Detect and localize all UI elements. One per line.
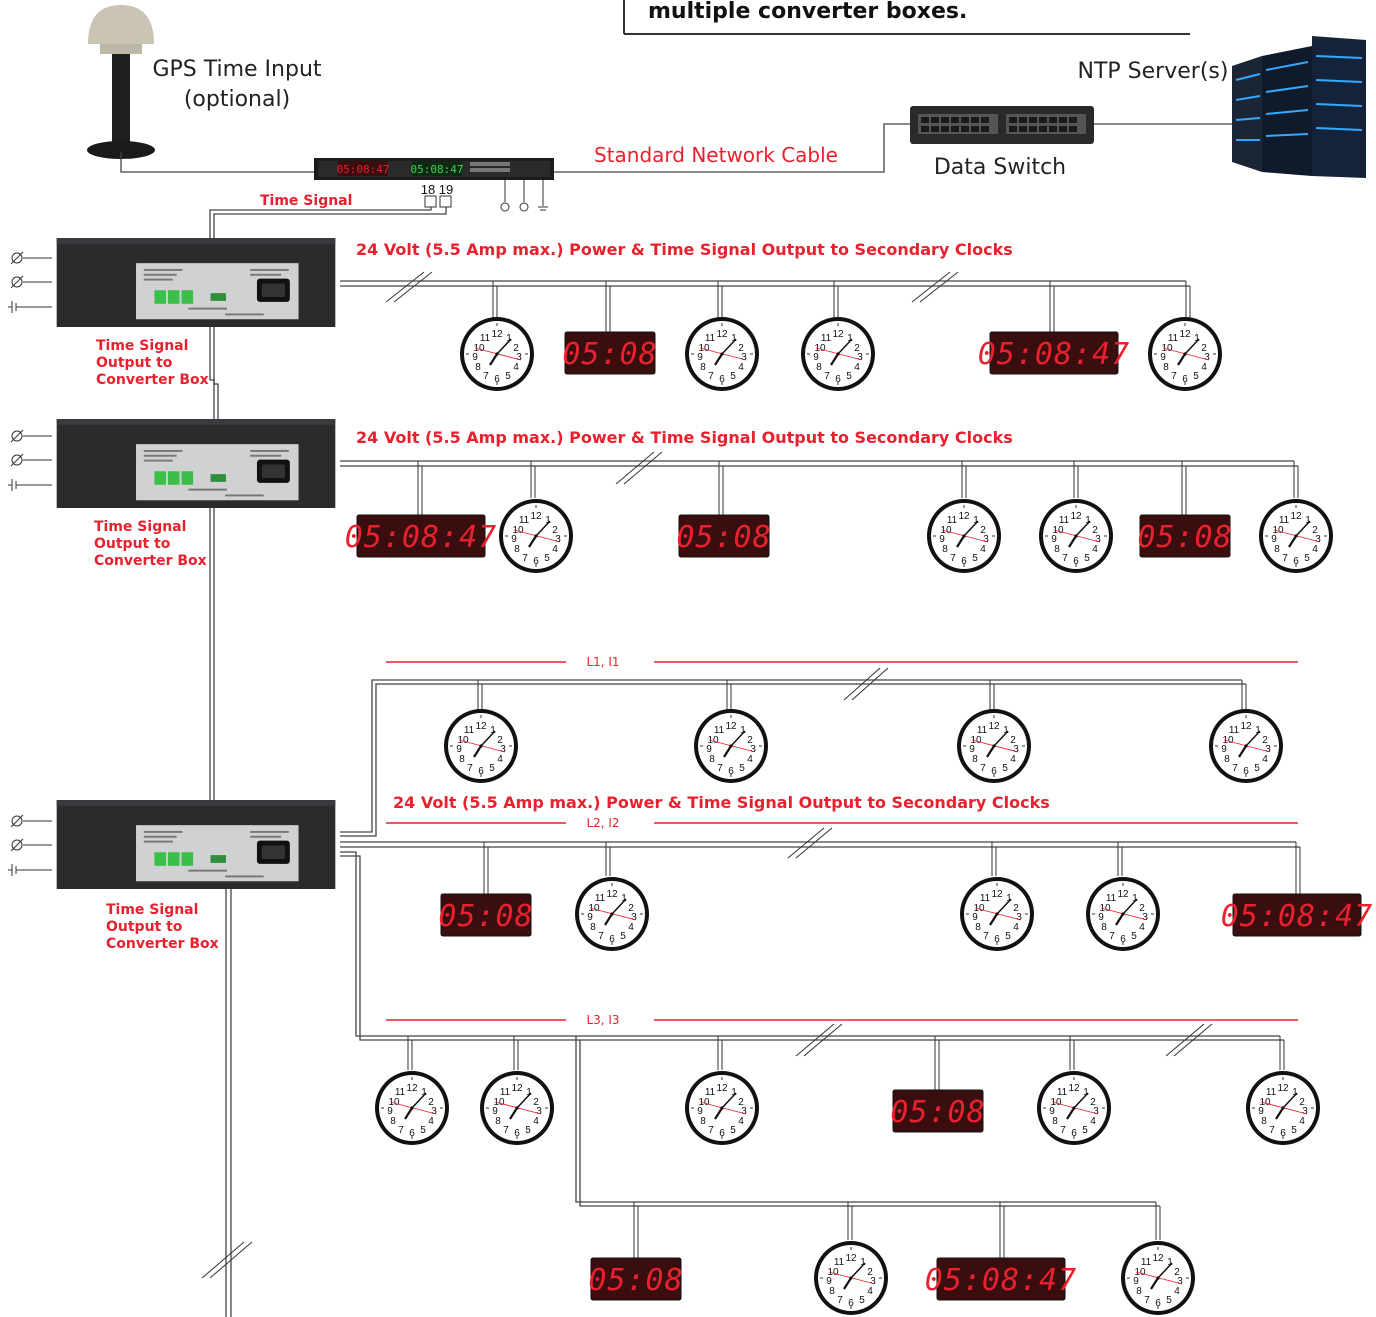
data-switch-label: Data Switch [934, 155, 1066, 180]
power-output-header-1: 24 Volt (5.5 Amp max.) Power & Time Sign… [356, 240, 1013, 259]
analog-clock-icon [373, 1069, 451, 1147]
converter-output-label-2b: Output to [94, 536, 171, 552]
network-cable-label: Standard Network Cable [594, 143, 838, 167]
analog-clock-icon [683, 1069, 761, 1147]
power-output-header-2: 24 Volt (5.5 Amp max.) Power & Time Sign… [356, 428, 1013, 447]
analog-clock-icon [1244, 1069, 1322, 1147]
ntp-label: NTP Server(s) [1078, 59, 1229, 84]
master-clock-unit [314, 158, 554, 180]
gps-label: GPS Time Input [152, 57, 321, 82]
analog-clock-icon [958, 875, 1036, 953]
svg-text:05:08: 05:08 [438, 899, 533, 934]
svg-text:05:08: 05:08 [1137, 520, 1232, 555]
digital-clock-long: 05:08:47 [925, 1257, 1078, 1301]
converter-output-label-3c: Converter Box [106, 936, 219, 952]
phase-ground-symbols [8, 251, 52, 876]
svg-text:05:08: 05:08 [588, 1263, 683, 1298]
converter-output-label-1c: Converter Box [96, 372, 209, 388]
bus-row-1 [340, 271, 1191, 332]
gps-label-optional: (optional) [184, 87, 290, 112]
svg-text:05:08: 05:08 [890, 1095, 985, 1130]
bus-row-2 [340, 451, 1299, 515]
analog-clock-icon [458, 315, 536, 393]
analog-clock-icon [573, 875, 651, 953]
analog-clock-icon [1146, 315, 1224, 393]
digital-clock-short: 05:08 [1137, 514, 1232, 558]
analog-clock-icon [1257, 497, 1335, 575]
title-banner: multiple converter boxes. [648, 0, 967, 24]
analog-clock-icon [925, 497, 1003, 575]
data-switch-icon [910, 106, 1094, 144]
converter-output-label-3b: Output to [106, 919, 183, 935]
analog-clock-icon [1119, 1239, 1197, 1317]
time-signal-label: Time Signal [260, 193, 352, 209]
bus-row-bottom [575, 1036, 1161, 1258]
gps-antenna-icon [87, 5, 155, 159]
converter-output-label-3: Time Signal [106, 902, 198, 918]
analog-clock-icon [1035, 1069, 1113, 1147]
svg-text:05:08:47: 05:08:47 [925, 1263, 1078, 1298]
svg-text:05:08:47: 05:08:47 [1221, 899, 1374, 934]
digital-clock-short: 05:08 [676, 514, 771, 558]
analog-clock-icon [812, 1239, 890, 1317]
master-display-green: 05:08:47 [411, 163, 464, 176]
analog-clock-icon [478, 1069, 556, 1147]
digital-clock-long: 05:08:47 [1221, 893, 1374, 937]
digital-clock-short: 05:08 [438, 893, 533, 937]
line-label-l2: L2, I2 [586, 816, 619, 830]
bus-row-l2 [340, 827, 1301, 894]
bus-row-l3 [340, 851, 1285, 1090]
converter-box-1 [56, 238, 336, 327]
svg-text:05:08:47: 05:08:47 [345, 520, 498, 555]
line-label-l3: L3, I3 [586, 1013, 619, 1027]
analog-clock-icon [692, 707, 770, 785]
power-output-header-3: 24 Volt (5.5 Amp max.) Power & Time Sign… [393, 793, 1050, 812]
converter-output-label-2: Time Signal [94, 519, 186, 535]
analog-clock-icon [1084, 875, 1162, 953]
digital-clock-long: 05:08:47 [345, 514, 498, 558]
converter-output-label-2c: Converter Box [94, 553, 207, 569]
digital-clock-long: 05:08:47 [978, 331, 1131, 375]
digital-clock-short: 05:08 [588, 1257, 683, 1301]
digital-clock-short: 05:08 [890, 1089, 985, 1133]
converter-box-3 [56, 800, 336, 889]
analog-clock-icon [1037, 497, 1115, 575]
line-label-l1: L1, I1 [586, 655, 619, 669]
master-display-red: 05:08:47 [337, 163, 390, 176]
terminal-18: 18 [421, 182, 435, 197]
analog-clock-icon [1207, 707, 1285, 785]
terminal-19: 19 [439, 182, 453, 197]
converter-output-label-1b: Output to [96, 355, 173, 371]
converter-box-2 [56, 419, 336, 508]
svg-text:05:08: 05:08 [676, 520, 771, 555]
bus-row-l1 [340, 667, 1247, 837]
ntp-server-icon [1232, 36, 1366, 178]
converter-output-label-1: Time Signal [96, 338, 188, 354]
analog-clock-icon [799, 315, 877, 393]
digital-clock-short: 05:08 [562, 331, 657, 375]
analog-clock-icon [955, 707, 1033, 785]
analog-clock-icon [497, 497, 575, 575]
analog-clock-icon [683, 315, 761, 393]
svg-text:05:08:47: 05:08:47 [978, 337, 1131, 372]
svg-text:05:08: 05:08 [562, 337, 657, 372]
analog-clock-icon [442, 707, 520, 785]
